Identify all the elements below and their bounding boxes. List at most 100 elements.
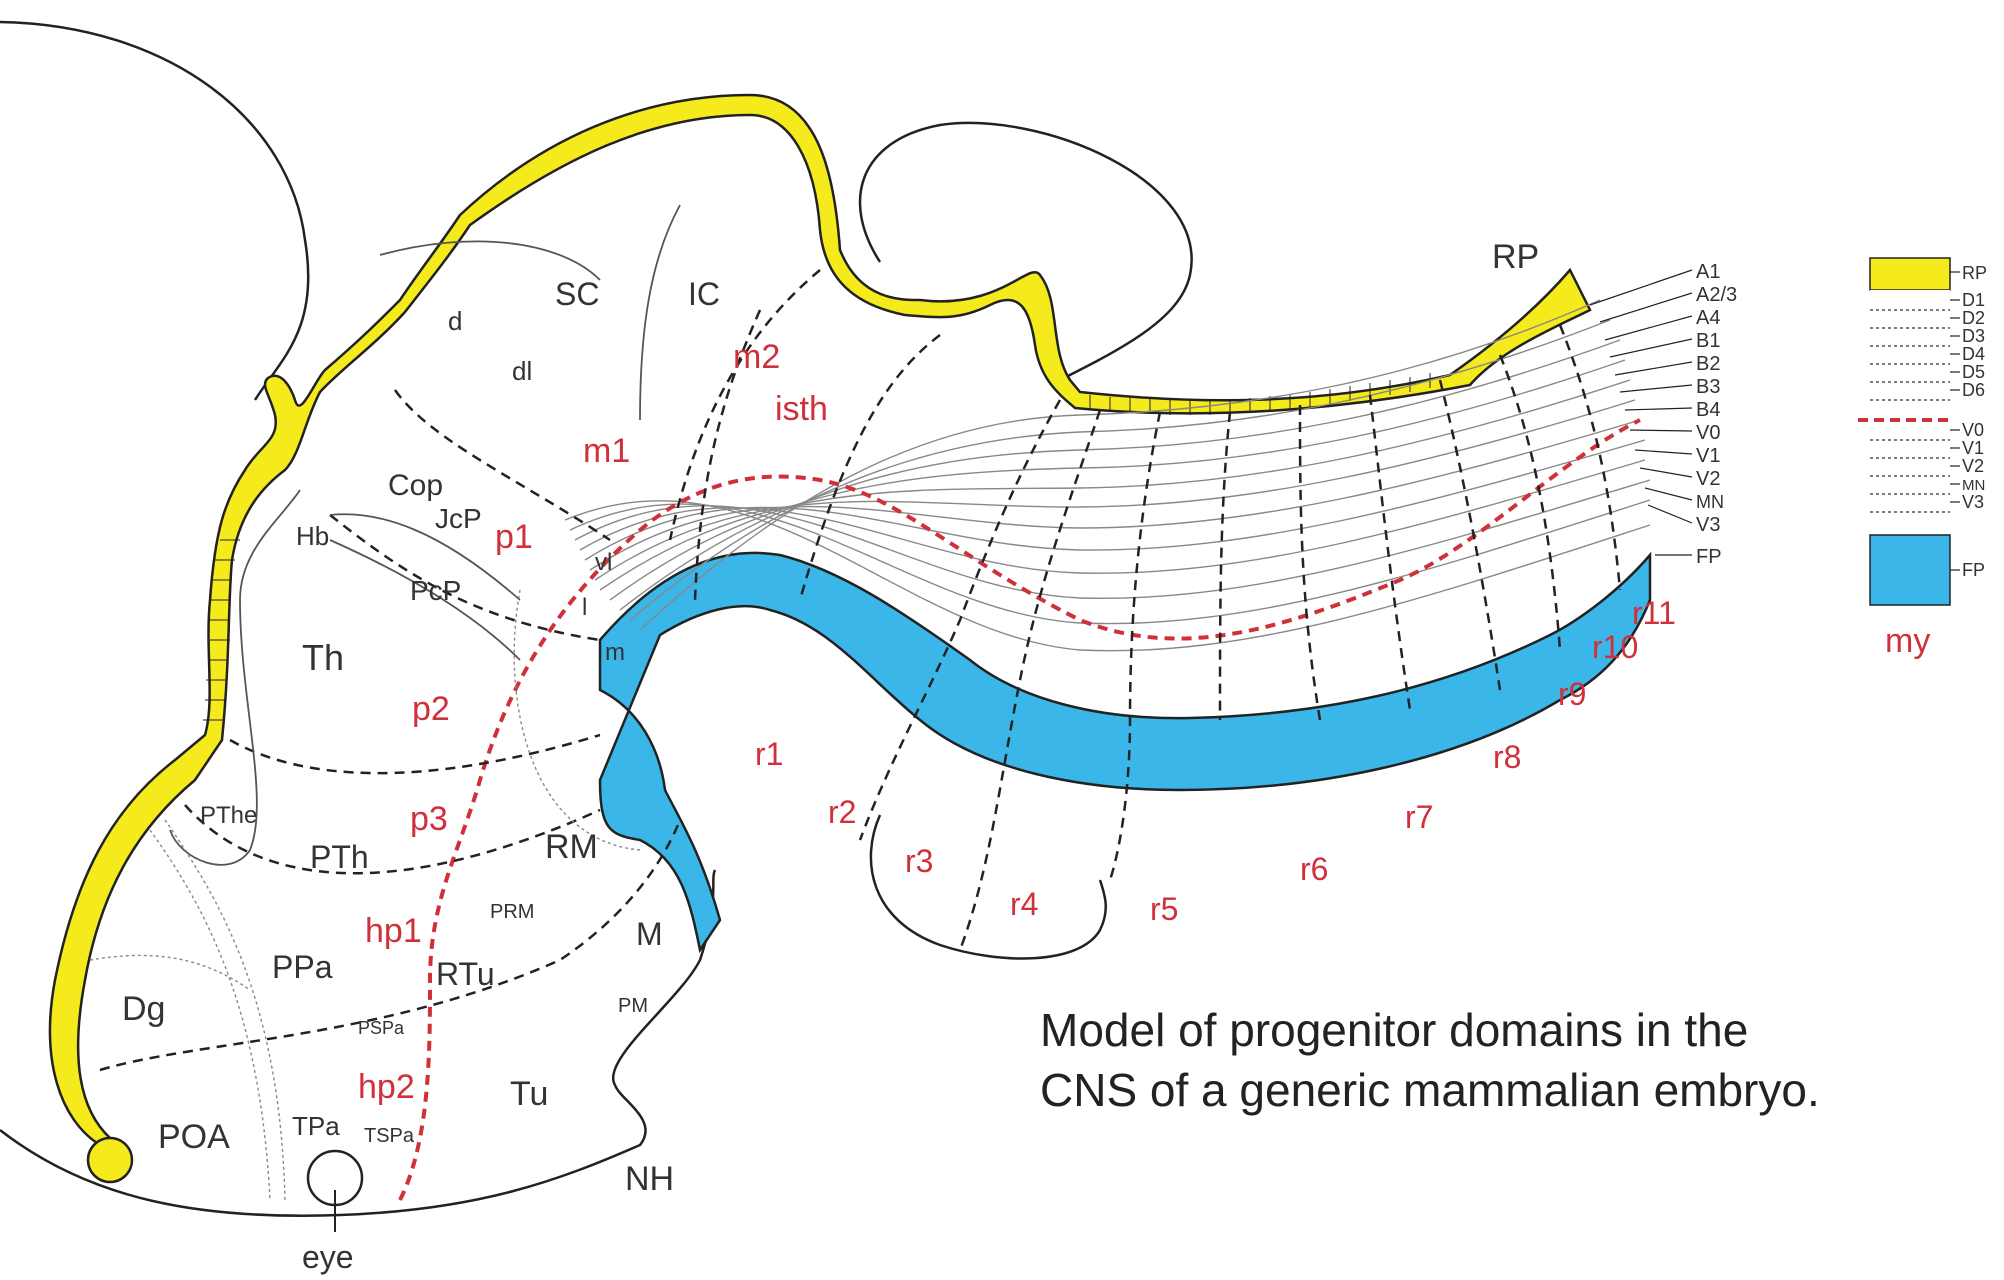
legend-v1: V1 xyxy=(1962,438,1984,458)
label-pcp: PcP xyxy=(410,575,461,606)
floor-plate xyxy=(598,551,1652,954)
label-p2: p2 xyxy=(412,690,450,728)
legend-d5: D5 xyxy=(1962,362,1985,382)
label-hp1: hp1 xyxy=(365,912,422,950)
domain-mn: MN xyxy=(1696,492,1724,512)
label-r7: r7 xyxy=(1405,799,1433,835)
legend-rp: RP xyxy=(1962,263,1987,283)
eye xyxy=(306,1149,364,1232)
label-tu: Tu xyxy=(510,1075,548,1113)
domain-b1: B1 xyxy=(1696,330,1720,352)
label-m1: m1 xyxy=(583,432,630,470)
domain-a23: A2/3 xyxy=(1696,284,1737,306)
gray-labels: SC IC d dl Cop JcP Hb PcP vl l m Th PTh e… xyxy=(122,238,1539,1275)
legend: RP D1 D2 D3 D4 D5 D6 V0 V1 V2 MN V3 FP m… xyxy=(1858,257,1987,660)
domain-fp: FP xyxy=(1696,546,1722,568)
fine-dotted-boundaries xyxy=(89,589,641,1201)
label-p3: p3 xyxy=(410,800,448,838)
label-prm: PRM xyxy=(490,901,534,923)
label-r6: r6 xyxy=(1300,851,1328,887)
label-r3: r3 xyxy=(905,843,933,879)
label-pm: PM xyxy=(618,995,648,1017)
legend-d3: D3 xyxy=(1962,326,1985,346)
legend-d4: D4 xyxy=(1962,344,1985,364)
legend-title: my xyxy=(1885,622,1930,660)
label-d: d xyxy=(448,306,462,336)
legend-mn: MN xyxy=(1962,477,1985,494)
label-jcp: JcP xyxy=(435,503,482,534)
label-pth: PTh xyxy=(310,839,369,875)
label-rp: RP xyxy=(1492,238,1539,276)
label-m: m xyxy=(605,639,625,666)
alar-basal-limit xyxy=(398,418,1641,1201)
legend-v0: V0 xyxy=(1962,420,1984,440)
floor-plate-band xyxy=(598,551,1652,954)
label-sc: SC xyxy=(555,276,599,312)
label-tpa: TPa xyxy=(292,1111,340,1141)
label-r1: r1 xyxy=(755,736,783,772)
label-r8: r8 xyxy=(1493,739,1521,775)
longitudinal-domain-lines xyxy=(564,299,1651,652)
caption-line-1: Model of progenitor domains in the xyxy=(1040,1004,1749,1056)
label-dl: dl xyxy=(512,356,532,386)
label-r5: r5 xyxy=(1150,891,1178,927)
domain-labels: A1 A2/3 A4 B1 B2 B3 B4 V0 V1 V2 MN V3 FP xyxy=(1589,261,1737,568)
legend-v2: V2 xyxy=(1962,456,1984,476)
label-vl: vl xyxy=(595,549,612,576)
label-ic: IC xyxy=(688,276,720,312)
domain-v1: V1 xyxy=(1696,445,1720,467)
legend-fp-swatch xyxy=(1869,534,1951,606)
label-l: l xyxy=(582,594,587,621)
telencephalic-tip xyxy=(86,1136,134,1184)
label-m2: m2 xyxy=(733,338,780,376)
label-m-big: M xyxy=(636,916,663,952)
r3-r4-outline xyxy=(869,814,1107,960)
label-nh: NH xyxy=(625,1160,674,1198)
label-pspa: PSPa xyxy=(358,1018,405,1038)
legend-v3: V3 xyxy=(1962,492,1984,512)
red-labels: m2 isth m1 p1 p2 p3 hp1 hp2 r1 r2 r3 r4 … xyxy=(358,338,1676,1106)
label-r10: r10 xyxy=(1592,629,1638,665)
label-hb: Hb xyxy=(296,521,329,551)
domain-b2: B2 xyxy=(1696,353,1720,375)
label-dg: Dg xyxy=(122,990,165,1028)
brain-outlines xyxy=(0,20,1193,1217)
domain-b4: B4 xyxy=(1696,399,1720,421)
domain-a1: A1 xyxy=(1696,261,1720,283)
legend-d6: D6 xyxy=(1962,380,1985,400)
figure-caption: Model of progenitor domains in the CNS o… xyxy=(1040,1000,1980,1120)
label-th: Th xyxy=(302,637,344,678)
caption-line-2: CNS of a generic mammalian embryo. xyxy=(1040,1064,1820,1116)
label-r9: r9 xyxy=(1558,676,1586,712)
domain-a4: A4 xyxy=(1696,307,1720,329)
legend-fp: FP xyxy=(1962,560,1985,580)
telencephalon-outline xyxy=(0,20,310,401)
label-cop: Cop xyxy=(388,469,443,502)
label-rtu: RTu xyxy=(436,956,495,992)
roof-plate-band xyxy=(48,93,1592,1147)
domain-v0: V0 xyxy=(1696,422,1720,444)
basal-outline xyxy=(0,869,717,1217)
legend-column xyxy=(1870,290,1950,540)
label-tspa: TSPa xyxy=(364,1125,415,1147)
domain-b3: B3 xyxy=(1696,376,1720,398)
label-p1: p1 xyxy=(495,518,533,556)
label-rm: RM xyxy=(545,828,598,866)
label-hp2: hp2 xyxy=(358,1068,415,1106)
label-isth: isth xyxy=(775,390,828,428)
label-r4: r4 xyxy=(1010,886,1038,922)
label-ppa: PPa xyxy=(272,949,333,985)
domain-v2: V2 xyxy=(1696,468,1720,490)
midbrain-bulge-outline xyxy=(858,121,1193,387)
neuromere-boundaries xyxy=(99,269,1622,1072)
domain-v3: V3 xyxy=(1696,514,1720,536)
legend-rp-swatch xyxy=(1869,257,1951,291)
internal-boundaries xyxy=(169,204,681,866)
legend-d2: D2 xyxy=(1962,308,1985,328)
label-r2: r2 xyxy=(828,794,856,830)
label-r11: r11 xyxy=(1632,595,1676,631)
label-eye: eye xyxy=(302,1239,354,1275)
label-poa: POA xyxy=(158,1118,230,1156)
